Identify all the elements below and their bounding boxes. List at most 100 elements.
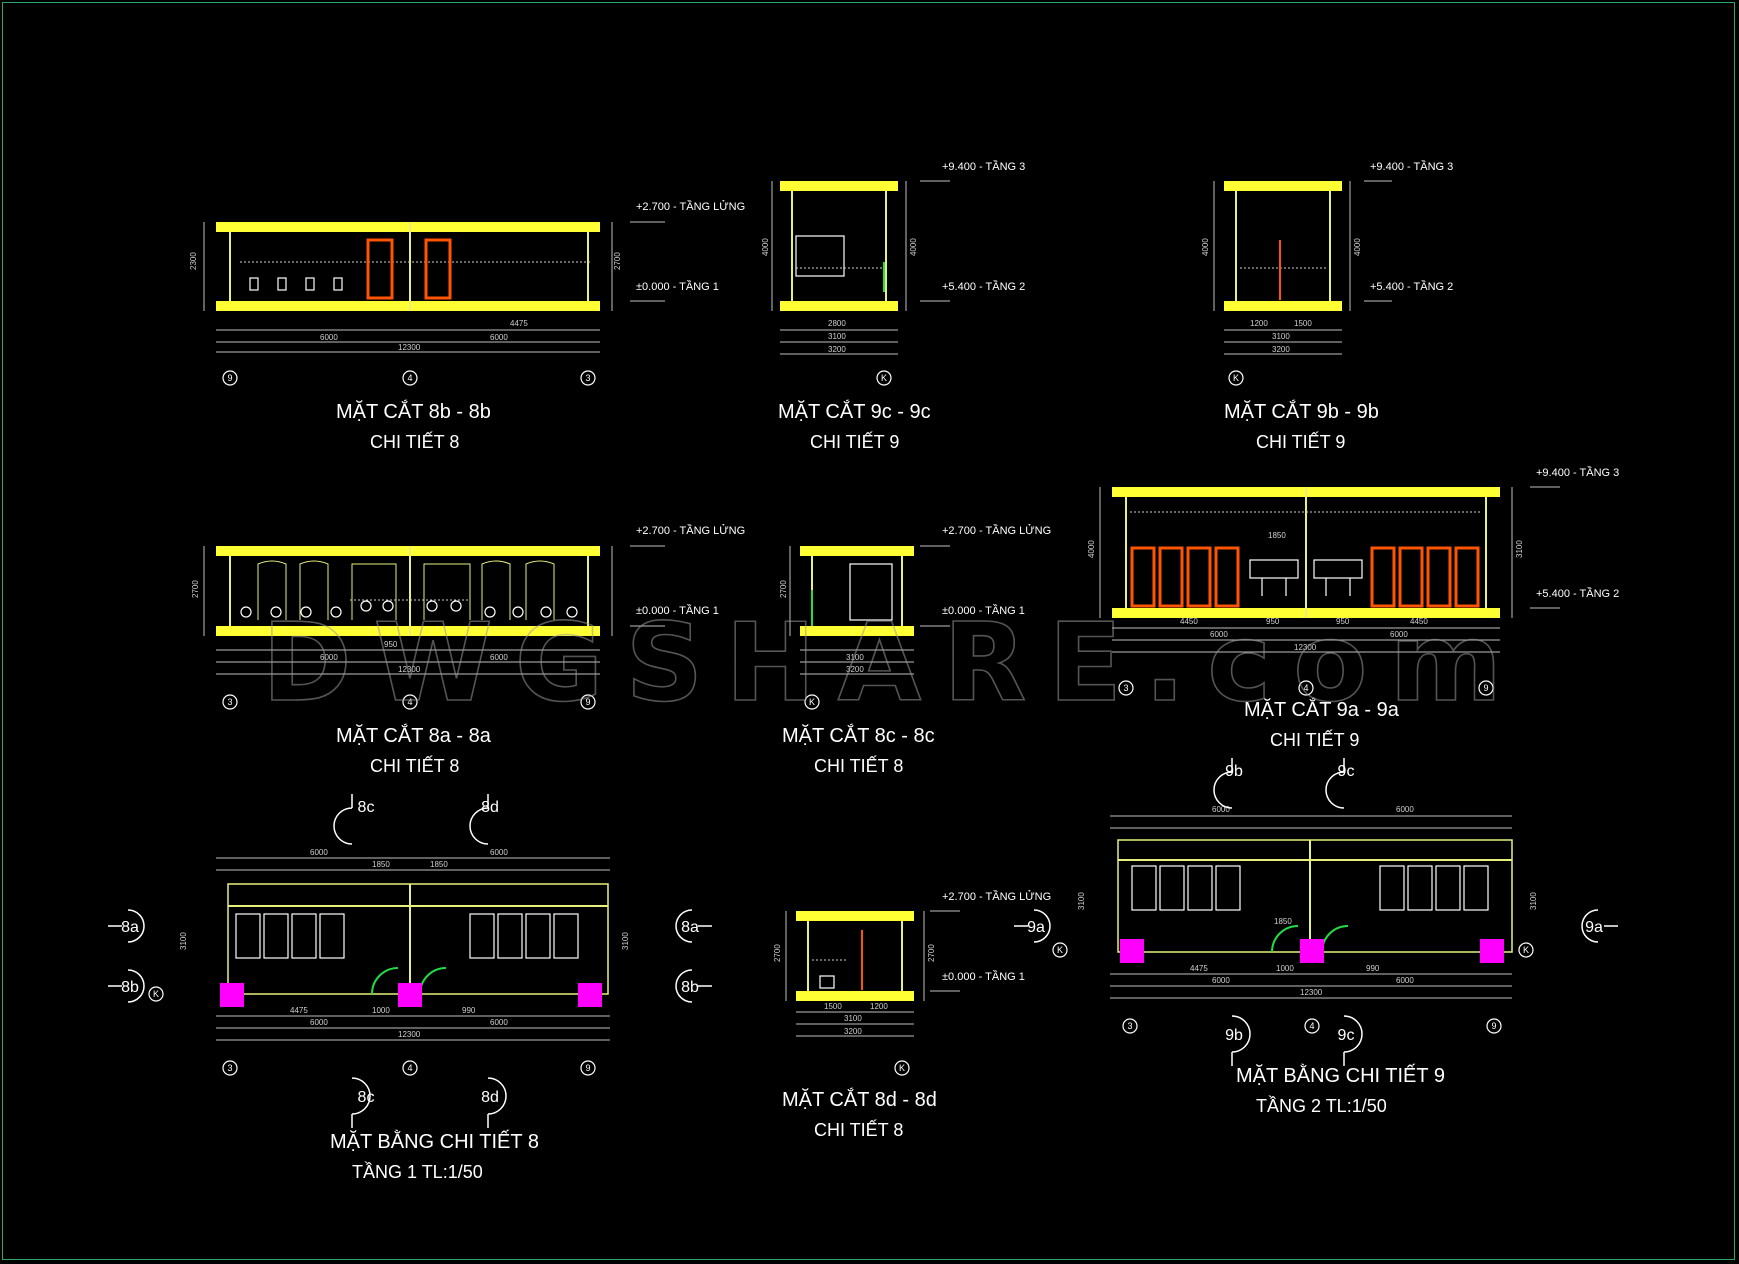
section-title: MẶT CẮT 8a - 8a	[336, 723, 492, 747]
axis-3: 3	[227, 697, 232, 707]
dim-950: 950	[1266, 617, 1280, 626]
dim-12300: 12300	[1300, 988, 1323, 997]
dim-4000: 4000	[1087, 540, 1096, 558]
level-tang-2: +5.400 - TẦNG 2	[942, 280, 1025, 293]
svg-text:9c: 9c	[1338, 1027, 1355, 1044]
level-tang-1: ±0.000 - TẦNG 1	[636, 604, 719, 617]
section-mark-8d: 8d 8d	[469, 794, 507, 1128]
dim-3100: 3100	[1272, 332, 1290, 341]
svg-text:8d: 8d	[481, 1089, 499, 1106]
section-subtitle: CHI TIẾT 8	[370, 755, 459, 776]
section-mark-9b: 9b 9b	[1213, 758, 1251, 1066]
dim-1500: 1500	[824, 1002, 842, 1011]
plan-subtitle: TẦNG 2 TL:1/50	[1256, 1095, 1387, 1116]
axis-4: 4	[1309, 1021, 1314, 1031]
section-8a: 950 6000 6000 12300 2700 +2.700 - TẦNG L…	[191, 524, 745, 776]
dim-3100: 3100	[846, 653, 864, 662]
dim-4475: 4475	[1190, 964, 1208, 973]
dim-3200: 3200	[1272, 345, 1290, 354]
dim-950: 950	[384, 640, 398, 649]
dim-12300: 12300	[1294, 643, 1317, 652]
column-marker	[1480, 939, 1504, 963]
dim-3100: 3100	[1515, 540, 1524, 558]
dim-6000: 6000	[490, 848, 508, 857]
svg-text:8b: 8b	[681, 979, 699, 996]
dim-2700: 2700	[191, 580, 200, 598]
dim-950: 950	[1336, 617, 1350, 626]
svg-text:9a: 9a	[1585, 919, 1603, 936]
axis-3: 3	[227, 1063, 232, 1073]
plan-detail-8: 6000 6000 1850 1850 4475 1000 990 6000 6…	[108, 794, 712, 1182]
level-tang-lung: +2.700 - TẦNG LỬNG	[636, 200, 745, 213]
dim-6000: 6000	[1210, 630, 1228, 639]
dim-3100: 3100	[621, 932, 630, 950]
section-subtitle: CHI TIẾT 8	[814, 755, 903, 776]
section-title: MẶT CẮT 8d - 8d	[782, 1087, 937, 1111]
plan-title: MẶT BẰNG CHI TIẾT 8	[330, 1129, 539, 1153]
column-marker	[1120, 939, 1144, 963]
svg-text:8a: 8a	[121, 919, 139, 936]
dim-12300: 12300	[398, 665, 421, 674]
level-tang-2: +5.400 - TẦNG 2	[1370, 280, 1453, 293]
dim-12300: 12300	[398, 343, 421, 352]
dim-4475: 4475	[290, 1006, 308, 1015]
dim-3100: 3100	[1077, 892, 1086, 910]
svg-text:9b: 9b	[1225, 1027, 1243, 1044]
dim-4450: 4450	[1410, 617, 1428, 626]
plan-subtitle: TẦNG 1 TL:1/50	[352, 1161, 483, 1182]
section-subtitle: CHI TIẾT 9	[1256, 431, 1345, 452]
level-tang-3: +9.400 - TẦNG 3	[942, 160, 1025, 173]
dim-2700: 2700	[773, 944, 782, 962]
dim-2300: 2300	[189, 252, 198, 270]
section-8c: 3100 3200 2700 +2.700 - TẦNG LỬNG ±0.000…	[779, 524, 1051, 776]
axis-9: 9	[1491, 1021, 1496, 1031]
section-subtitle: CHI TIẾT 8	[370, 431, 459, 452]
dim-3200: 3200	[844, 1027, 862, 1036]
dim-1200: 1200	[1250, 319, 1268, 328]
dim-1200: 1200	[870, 1002, 888, 1011]
section-title: MẶT CẮT 9c - 9c	[778, 399, 931, 423]
axis-4: 4	[407, 697, 412, 707]
axis-4: 4	[1303, 683, 1308, 693]
axis-9: 9	[585, 1063, 590, 1073]
section-title: MẶT CẮT 8c - 8c	[782, 723, 935, 747]
axis-9: 9	[1483, 683, 1488, 693]
section-9a: 4450 950 950 4450 6000 6000 12300 1850 4…	[1087, 466, 1619, 750]
svg-text:8c: 8c	[358, 799, 375, 816]
column-marker	[398, 983, 422, 1007]
dim-1500: 1500	[1294, 319, 1312, 328]
section-mark-9c: 9c 9c	[1325, 758, 1363, 1066]
plan-title: MẶT BẰNG CHI TIẾT 9	[1236, 1063, 1445, 1087]
dim-6000: 6000	[320, 653, 338, 662]
section-mark-9a: 9a 9a	[1014, 909, 1618, 943]
level-tang-lung: +2.700 - TẦNG LỬNG	[942, 524, 1051, 537]
svg-text:8c: 8c	[358, 1089, 375, 1106]
section-8b: 6000 6000 12300 4475 2300 2700 +2.700 - …	[189, 200, 745, 452]
axis-4: 4	[407, 1063, 412, 1073]
dim-6000: 6000	[1212, 976, 1230, 985]
dim-4000: 4000	[909, 238, 918, 256]
level-tang-1: ±0.000 - TẦNG 1	[636, 280, 719, 293]
axis-9: 9	[585, 697, 590, 707]
dim-2700: 2700	[779, 580, 788, 598]
svg-text:8d: 8d	[481, 799, 499, 816]
dim-6000: 6000	[1396, 805, 1414, 814]
dim-1850: 1850	[1268, 531, 1286, 540]
dim-4475: 4475	[510, 319, 528, 328]
level-tang-2: +5.400 - TẦNG 2	[1536, 587, 1619, 600]
dim-3100: 3100	[179, 932, 188, 950]
section-8d: 1500 1200 3100 3200 2700 2700 +2.700 - T…	[773, 890, 1051, 1140]
level-tang-3: +9.400 - TẦNG 3	[1370, 160, 1453, 173]
watermark: DWGSHARE.com	[262, 601, 1502, 726]
axis-K: K	[153, 989, 159, 999]
level-tang-lung: +2.700 - TẦNG LỬNG	[942, 890, 1051, 903]
section-subtitle: CHI TIẾT 9	[810, 431, 899, 452]
section-subtitle: CHI TIẾT 9	[1270, 729, 1359, 750]
dim-6000: 6000	[490, 333, 508, 342]
dim-6000: 6000	[490, 1018, 508, 1027]
dim-3200: 3200	[828, 345, 846, 354]
dim-4000: 4000	[1201, 238, 1210, 256]
axis-9: 9	[227, 373, 232, 383]
axis-K: K	[881, 373, 887, 383]
